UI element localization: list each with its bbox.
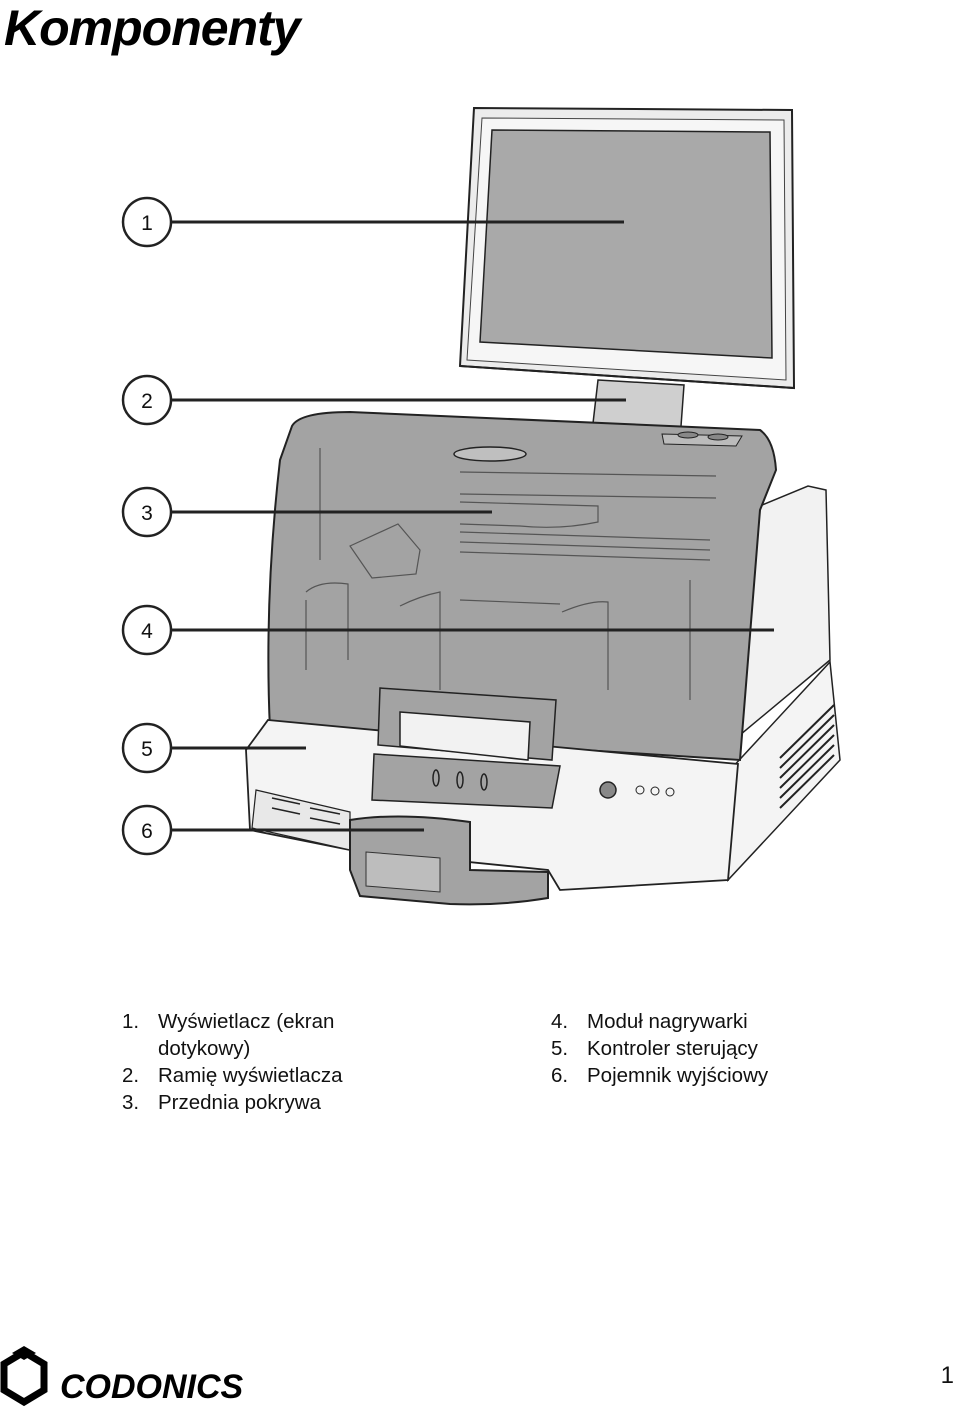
callout-2: 2 [121, 374, 626, 426]
callout-1: 1 [121, 196, 624, 248]
device-illustration: 1 2 3 4 5 6 [121, 106, 841, 906]
legend-number: 2. [122, 1064, 140, 1087]
legend-item: 4. Moduł nagrywarki [551, 1008, 851, 1035]
legend-text: Wyświetlacz (ekran dotykowy) [158, 1010, 335, 1060]
legend-item: 2. Ramię wyświetlacza [122, 1062, 422, 1089]
legend-item: 6. Pojemnik wyjściowy [551, 1062, 851, 1089]
controller-illustration [371, 687, 561, 809]
legend-item: 5. Kontroler sterujący [551, 1035, 851, 1062]
legend-number: 6. [551, 1064, 569, 1087]
legend-right: 4. Moduł nagrywarki 5. Kontroler sterują… [551, 1008, 851, 1089]
legend-text: Przednia pokrywa [158, 1091, 321, 1114]
codonics-logo: CODONICS [0, 1346, 244, 1407]
callout-number: 4 [141, 620, 153, 643]
callout-4: 4 [121, 604, 774, 656]
callout-number: 2 [141, 390, 153, 413]
callout-6: 6 [121, 804, 424, 856]
callout-number: 6 [141, 820, 153, 843]
callout-number: 5 [141, 738, 153, 761]
legend-number: 1. [122, 1010, 140, 1033]
legend-text: Pojemnik wyjściowy [587, 1064, 769, 1087]
legend-left: 1. Wyświetlacz (ekran dotykowy) 2. Ramię… [122, 1008, 422, 1116]
display-illustration [458, 106, 796, 390]
brand-name: CODONICS [60, 1368, 244, 1406]
callout-number: 1 [141, 212, 153, 235]
legend-item: 3. Przednia pokrywa [122, 1089, 422, 1116]
output-bin-illustration [349, 815, 549, 906]
page-number: 1 [940, 1362, 954, 1389]
legend-text: Ramię wyświetlacza [158, 1064, 343, 1087]
side-body-illustration [727, 485, 841, 882]
callout-number: 3 [141, 502, 153, 525]
legend-item: 1. Wyświetlacz (ekran dotykowy) [122, 1008, 422, 1062]
callout-5: 5 [121, 722, 306, 774]
codonics-logo-icon [0, 1346, 48, 1407]
page-title: Komponenty [4, 0, 301, 56]
legend-text: Moduł nagrywarki [587, 1010, 748, 1033]
legend-text: Kontroler sterujący [587, 1037, 758, 1060]
callout-3: 3 [121, 486, 492, 538]
cover-illustration [267, 410, 778, 762]
legend-number: 3. [122, 1091, 140, 1114]
callouts: 1 2 3 4 5 6 [121, 196, 774, 856]
legend-number: 4. [551, 1010, 569, 1033]
legend-number: 5. [551, 1037, 569, 1060]
